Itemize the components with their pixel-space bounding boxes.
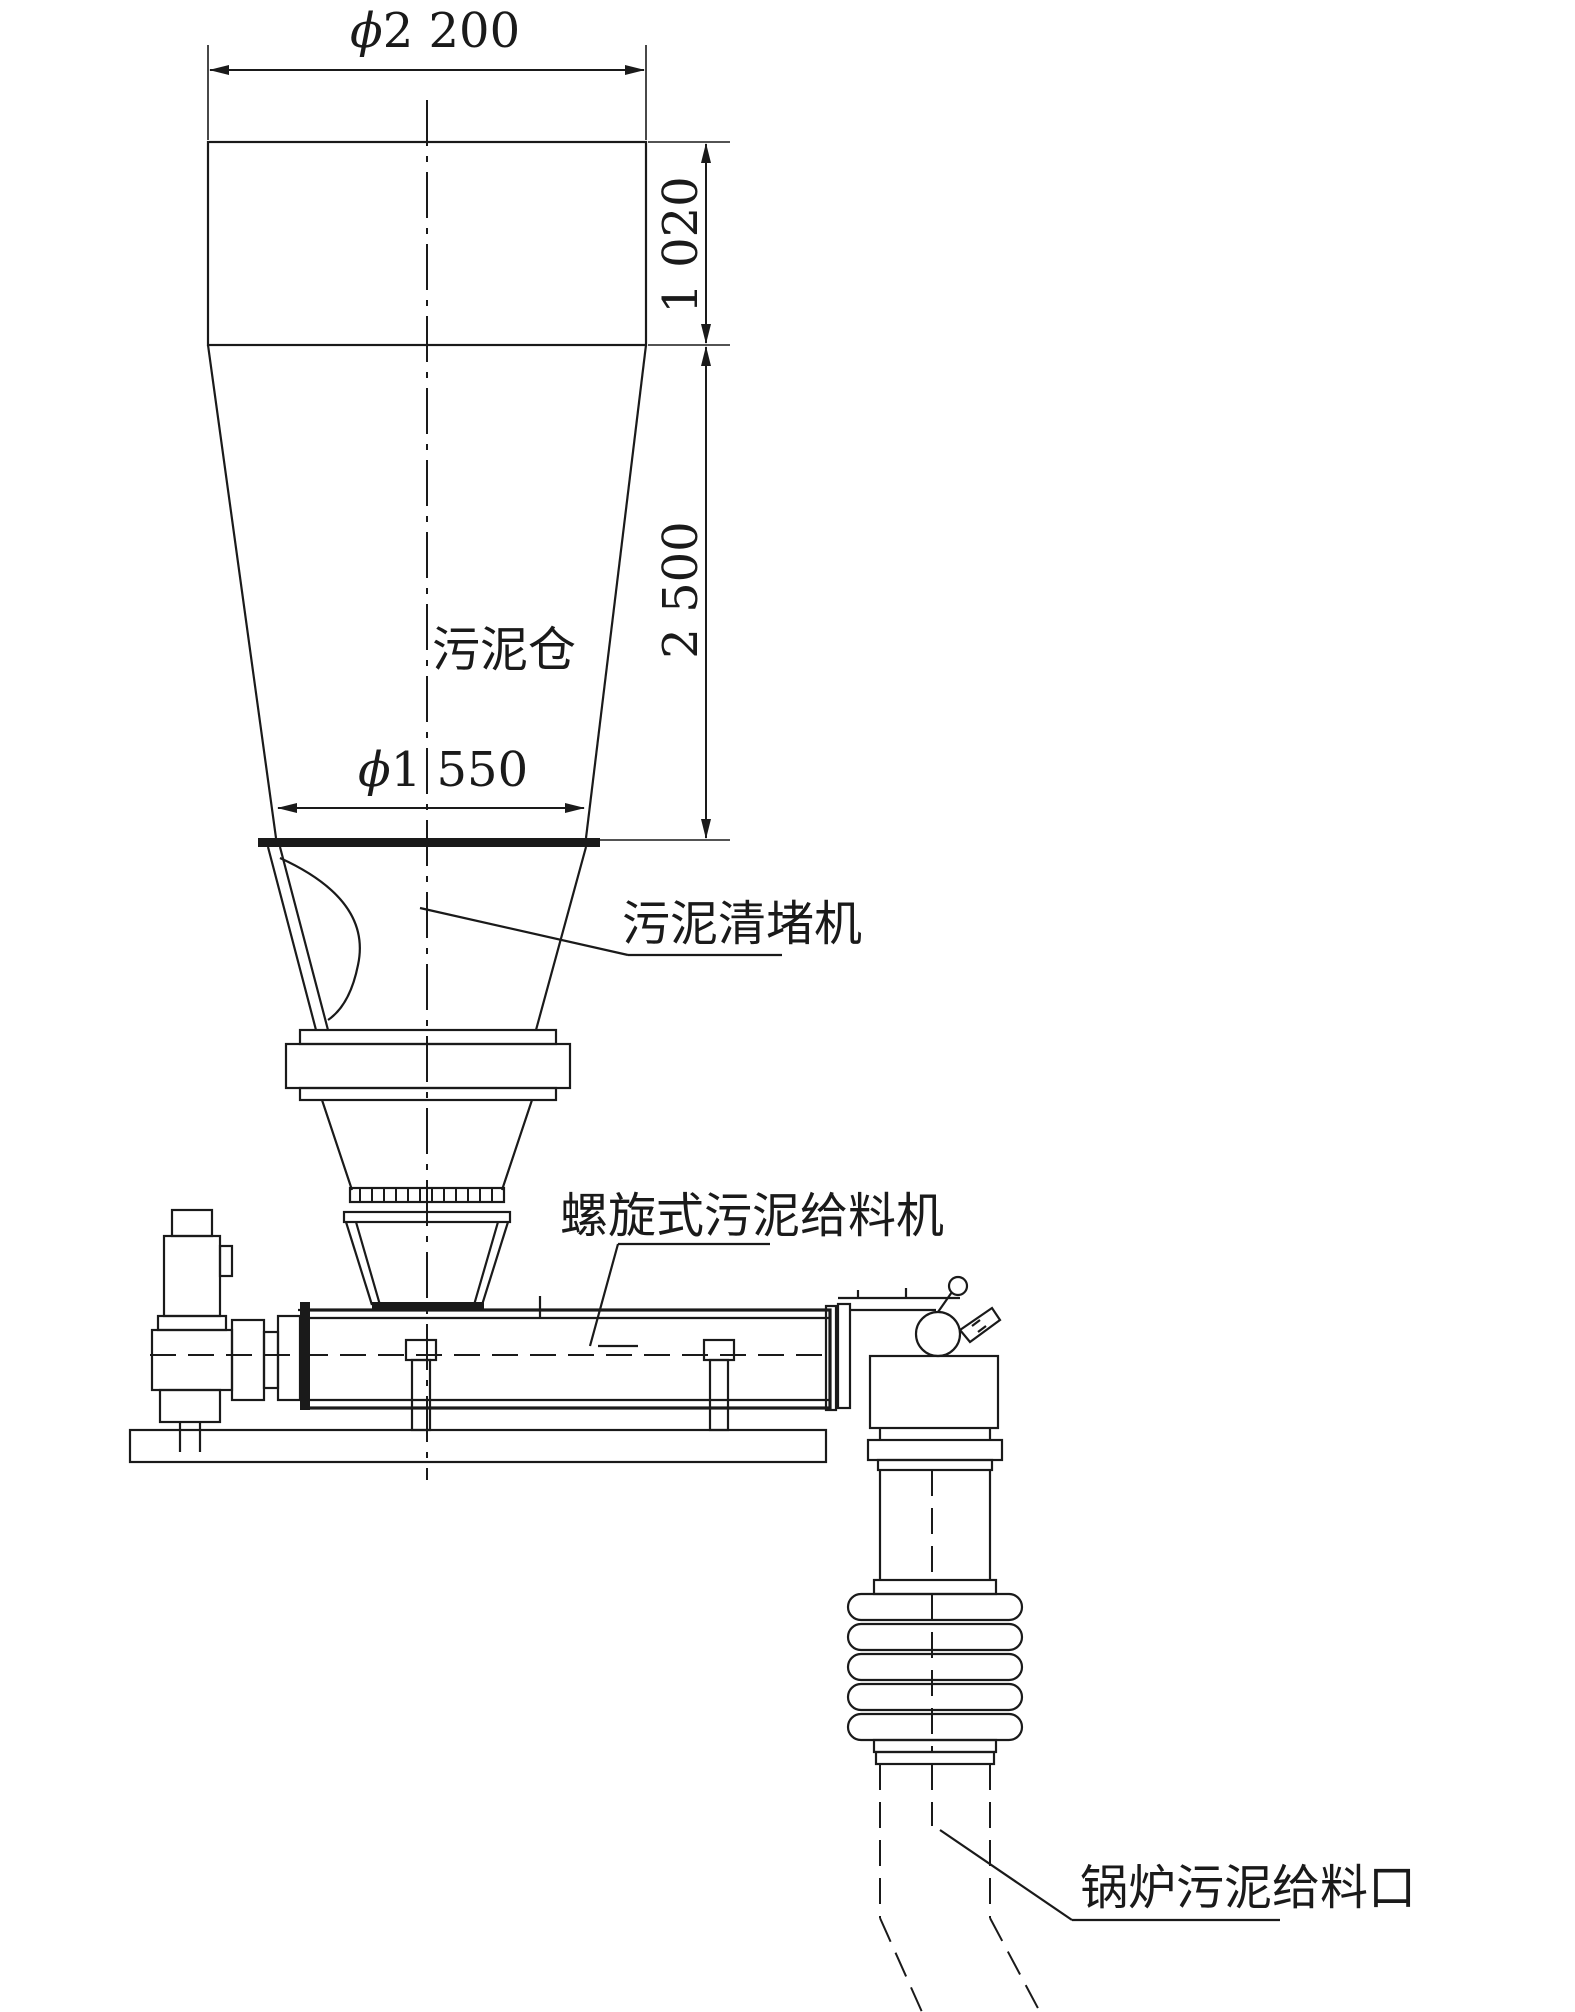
base-frame <box>128 1428 828 1464</box>
cylinder-height-label: 1 020 <box>653 176 709 313</box>
drop-pipe <box>866 1438 1004 1596</box>
height-dimensions: 1 020 2 500 <box>600 141 730 841</box>
sludge-unblocker <box>258 838 782 1102</box>
outlet-head <box>836 1275 1002 1440</box>
drive-motor <box>150 1208 302 1452</box>
sludge-unblocker-label: 污泥清堵机 <box>622 896 862 952</box>
outlet-diameter-symbol: ϕ <box>358 742 391 798</box>
boiler-inlet-pipe <box>879 1764 1280 2012</box>
top-diameter-dimension: ϕ2 200 <box>207 3 647 140</box>
top-diameter-value: 2 200 <box>383 3 520 59</box>
screw-feeder-label: 螺旋式污泥给料机 <box>560 1188 944 1244</box>
expansion-bellows <box>846 1592 1024 1766</box>
svg-text:ϕ1 550: ϕ1 550 <box>358 742 528 798</box>
feed-hopper <box>320 1099 534 1306</box>
outlet-diameter-value: 1 550 <box>391 742 528 798</box>
top-diameter-symbol: ϕ <box>350 3 383 59</box>
cone-height-label: 2 500 <box>653 521 709 658</box>
outlet-diameter-dimension: ϕ1 550 <box>277 742 585 813</box>
boiler-inlet-label: 锅炉污泥给料口 <box>1080 1860 1416 1916</box>
screw-feeder <box>150 1242 838 1432</box>
sludge-silo-label: 污泥仓 <box>432 622 576 678</box>
svg-text:ϕ2 200: ϕ2 200 <box>350 3 520 59</box>
